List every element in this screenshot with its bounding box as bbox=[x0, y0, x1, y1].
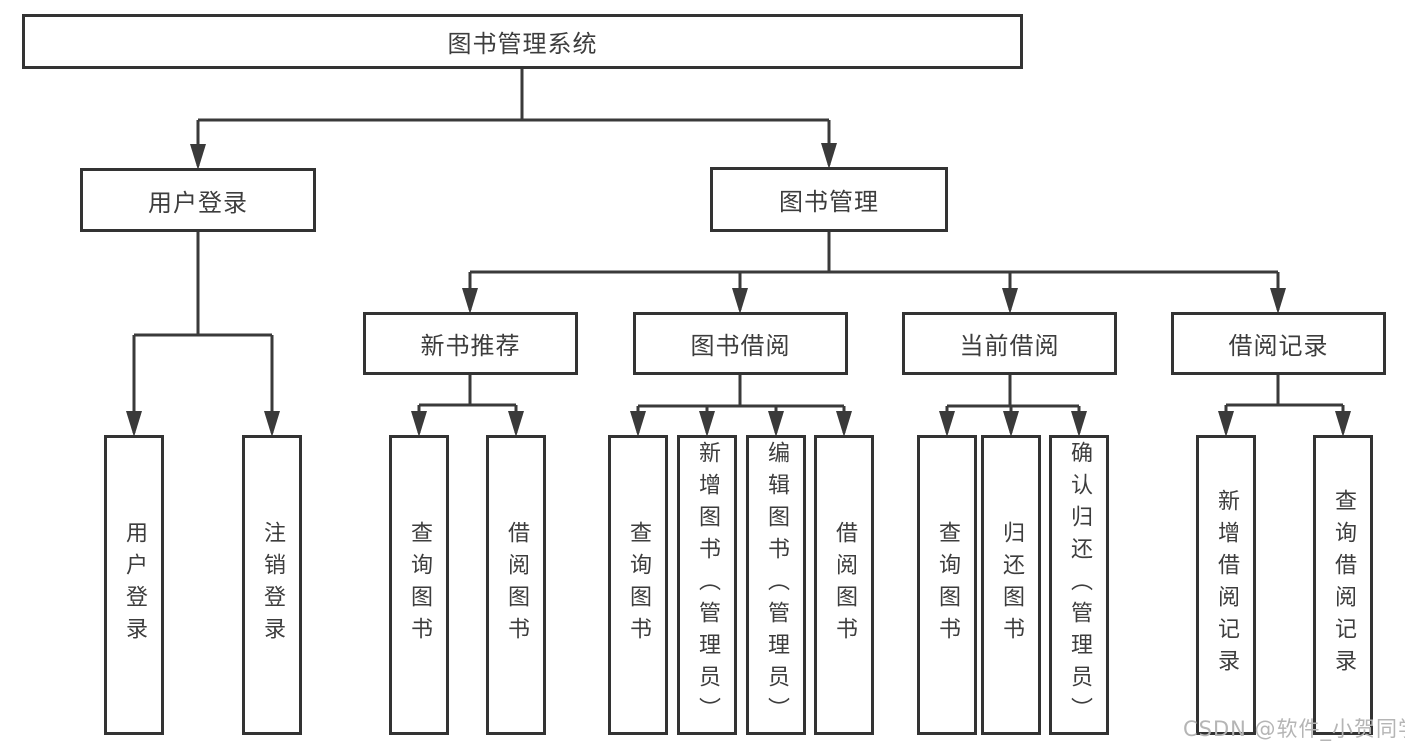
node-book-borrow: 图书借阅 bbox=[633, 312, 848, 375]
leaf-add-borrow-record: 新增借阅记录 bbox=[1196, 435, 1256, 735]
leaf-query-borrow-record: 查询借阅记录 bbox=[1313, 435, 1373, 735]
node-label: 借阅图书 bbox=[832, 521, 857, 649]
leaf-query-books-current: 查询图书 bbox=[917, 435, 977, 735]
leaf-edit-book-admin: 编辑图书（管理员） bbox=[746, 435, 806, 735]
node-label: 查询图书 bbox=[626, 521, 651, 649]
node-label: 新书推荐 bbox=[420, 332, 521, 360]
csdn-watermark: CSDN @软件_小贺同学 bbox=[1183, 717, 1405, 741]
node-label: 当前借阅 bbox=[959, 332, 1060, 360]
node-label: 查询借阅记录 bbox=[1331, 489, 1356, 681]
node-label: 用户登录 bbox=[148, 188, 248, 217]
node-label: 图书管理 bbox=[779, 188, 879, 216]
leaf-query-books-borrow: 查询图书 bbox=[608, 435, 668, 735]
node-new-book-recommend: 新书推荐 bbox=[363, 312, 578, 375]
node-label: 查询图书 bbox=[935, 521, 960, 649]
leaf-logout: 注销登录 bbox=[242, 435, 302, 735]
node-label: 图书管理系统 bbox=[447, 30, 598, 58]
node-label: 注销登录 bbox=[260, 521, 285, 649]
node-user-login: 用户登录 bbox=[80, 168, 316, 232]
node-label: 新增图书（管理员） bbox=[695, 441, 720, 729]
leaf-query-books-recommend: 查询图书 bbox=[389, 435, 449, 735]
leaf-borrow-books-recommend: 借阅图书 bbox=[486, 435, 546, 735]
node-current-borrow: 当前借阅 bbox=[902, 312, 1117, 375]
node-label: 归还图书 bbox=[999, 521, 1024, 649]
node-label: 用户登录 bbox=[122, 521, 147, 649]
node-label: 查询图书 bbox=[407, 521, 432, 649]
leaf-add-book-admin: 新增图书（管理员） bbox=[677, 435, 737, 735]
leaf-borrow-books-borrow: 借阅图书 bbox=[814, 435, 874, 735]
node-root: 图书管理系统 bbox=[22, 14, 1023, 69]
leaf-user-login: 用户登录 bbox=[104, 435, 164, 735]
leaf-confirm-return-admin: 确认归还（管理员） bbox=[1049, 435, 1109, 735]
node-label: 借阅图书 bbox=[504, 521, 529, 649]
leaf-return-book: 归还图书 bbox=[981, 435, 1041, 735]
node-label: 新增借阅记录 bbox=[1214, 489, 1239, 681]
node-borrow-records: 借阅记录 bbox=[1171, 312, 1386, 375]
node-label: 图书借阅 bbox=[690, 332, 791, 360]
node-label: 编辑图书（管理员） bbox=[764, 441, 789, 729]
node-book-management: 图书管理 bbox=[710, 167, 948, 232]
node-label: 确认归还（管理员） bbox=[1067, 441, 1092, 729]
node-label: 借阅记录 bbox=[1228, 332, 1329, 360]
